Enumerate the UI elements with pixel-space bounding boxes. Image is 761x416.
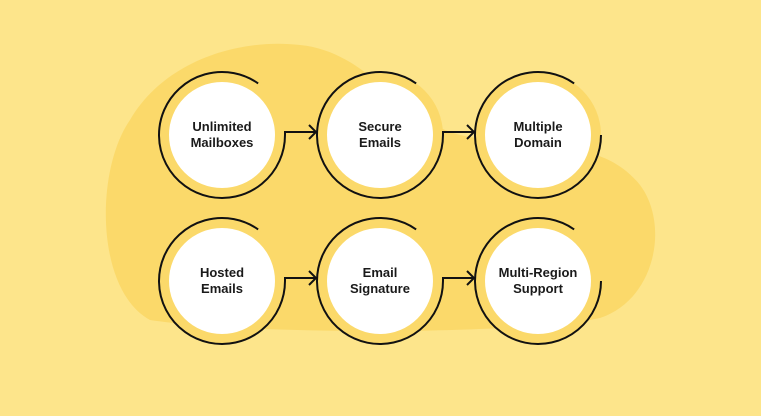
node-label-line: Emails bbox=[359, 135, 401, 150]
connector-arrow bbox=[284, 131, 316, 135]
node-circle bbox=[327, 82, 433, 188]
node-ring-arc bbox=[316, 217, 444, 345]
node-ring-arc bbox=[158, 71, 286, 199]
arrowhead-icon bbox=[308, 124, 318, 140]
node-label-line: Multiple bbox=[513, 119, 563, 134]
connector-arrow bbox=[442, 131, 474, 135]
node-ring-arc bbox=[158, 217, 286, 345]
connector-arrow bbox=[284, 277, 316, 281]
arrowhead-icon bbox=[308, 270, 318, 286]
node-circle bbox=[485, 82, 591, 188]
node-label-line: Signature bbox=[350, 281, 410, 296]
node-label-line: Mailboxes bbox=[190, 135, 254, 150]
node-label-line: Hosted bbox=[199, 265, 245, 280]
node-label-line: Email bbox=[362, 265, 398, 280]
arrowhead-icon bbox=[466, 124, 476, 140]
node-label-line: Unlimited bbox=[192, 119, 252, 134]
node-label-line: Domain bbox=[514, 135, 562, 150]
node-label-line: Support bbox=[513, 281, 563, 296]
node-label-line: Emails bbox=[201, 281, 243, 296]
node-label-line: Multi-Region bbox=[498, 265, 578, 280]
node-ring-arc bbox=[316, 71, 444, 199]
node-circle bbox=[169, 82, 275, 188]
arrowhead-icon bbox=[466, 270, 476, 286]
node-circle bbox=[327, 228, 433, 334]
node-circle bbox=[485, 228, 591, 334]
node-ring-arc bbox=[474, 71, 602, 199]
connector-arrow bbox=[442, 277, 474, 281]
node-ring-arc bbox=[474, 217, 602, 345]
node-label-line: Secure bbox=[358, 119, 402, 134]
node-circle bbox=[169, 228, 275, 334]
